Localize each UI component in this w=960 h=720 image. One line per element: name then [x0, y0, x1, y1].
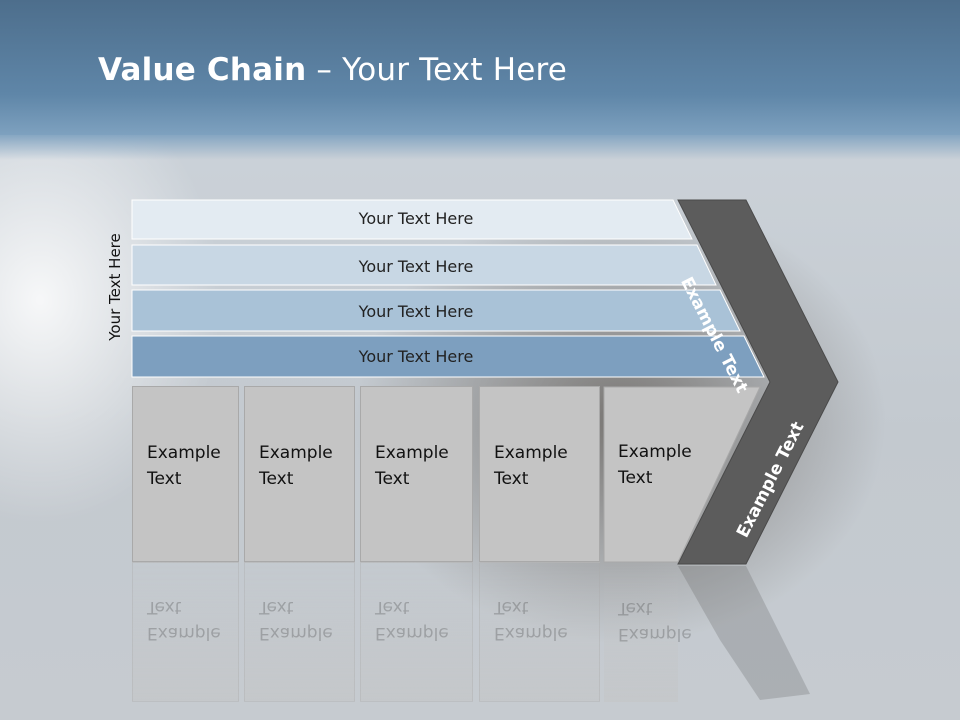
bar-4-shape: [131, 335, 765, 378]
cell-2-line1: Example: [259, 443, 333, 463]
cell-4-reflection-line1: Example: [494, 623, 568, 643]
bar-4-text: Your Text Here: [358, 347, 474, 366]
cell-1-reflection-line2: Text: [147, 597, 182, 617]
cell-4-line1: Example: [494, 443, 568, 463]
chevron-reflection: [678, 566, 810, 700]
title-banner: [0, 0, 960, 160]
cell-1-line2: Text: [147, 469, 182, 489]
cell-1-reflection-line1: Example: [147, 623, 221, 643]
cell-5-shape: [603, 386, 761, 563]
cell-2-line2: Text: [259, 469, 294, 489]
cell-4-reflection-line2: Text: [494, 597, 529, 617]
cell-5-reflection-line2: Text: [618, 598, 653, 618]
chevron-arrow: [677, 199, 839, 565]
cell-5-line2: Text: [618, 468, 653, 488]
cell-5-reflection: Example Text: [604, 562, 692, 702]
title-rest: – Your Text Here: [306, 52, 568, 88]
cell-3-line1: Example: [375, 443, 449, 463]
title-bold: Value Chain: [98, 52, 307, 88]
cell-4-reflection: Example Text: [479, 562, 600, 702]
cell-1-line1: Example: [147, 443, 221, 463]
cell-3-line2: Text: [375, 469, 410, 489]
cell-3-reflection-line2: Text: [375, 597, 410, 617]
cell-5-line1: Example: [618, 442, 692, 462]
bar-1-shape: [131, 199, 693, 240]
bar-2-text: Your Text Here: [358, 257, 474, 276]
cell-2-reflection: Example Text: [244, 562, 355, 702]
cell-1-reflection: Example Text: [132, 562, 239, 702]
bar-2-shape: [131, 244, 717, 286]
slide-title: Value Chain – Your Text Here: [98, 52, 567, 88]
bar-1-text: Your Text Here: [358, 209, 474, 228]
cell-5-reflection-line1: Example: [618, 624, 692, 644]
cell-4-line2: Text: [494, 469, 529, 489]
cell-3-reflection-line1: Example: [375, 623, 449, 643]
bar-3-shape: [131, 289, 741, 332]
cell-3-reflection: Example Text: [360, 562, 473, 702]
cell-2-reflection-line1: Example: [259, 623, 333, 643]
bar-3-text: Your Text Here: [358, 302, 474, 321]
cell-2-reflection-line2: Text: [259, 597, 294, 617]
